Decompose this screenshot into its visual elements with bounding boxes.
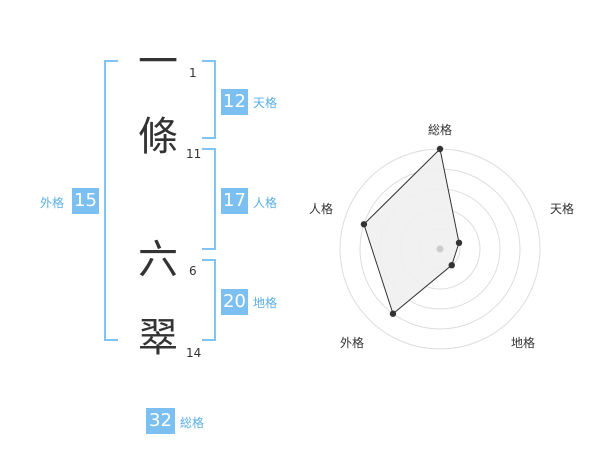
radar-point-2	[455, 239, 463, 247]
stroke-count-4: 14	[186, 346, 202, 360]
name-char-1: 一	[138, 39, 178, 85]
stroke-count-1: 1	[189, 66, 197, 80]
gaikaku-label: 外格	[40, 196, 65, 210]
stroke-count-2: 11	[186, 147, 202, 161]
gaikaku-value: 15	[72, 188, 99, 214]
name-char-2: 條	[138, 114, 178, 160]
radar-axis-chikaku: 地格	[511, 336, 536, 350]
radar-axis-jinkaku: 人格	[309, 202, 334, 216]
chikaku-value: 20	[221, 289, 248, 315]
radar-point-4	[389, 310, 397, 317]
stroke-count-3: 6	[189, 264, 197, 278]
radar-axis-soukaku: 総格	[428, 123, 453, 137]
soukaku-label: 総格	[180, 416, 205, 430]
tenkaku-label: 天格	[253, 96, 278, 110]
name-char-4: 翠	[138, 315, 178, 361]
chikaku-bracket	[202, 259, 216, 341]
tenkaku-bracket	[202, 60, 216, 139]
name-char-3: 六	[138, 237, 178, 283]
jinkaku-bracket	[202, 148, 216, 250]
radar-axis-tenkaku: 天格	[550, 202, 575, 216]
radar-polygon	[363, 147, 460, 315]
tenkaku-value: 12	[221, 89, 248, 115]
soukaku-value: 32	[146, 408, 175, 434]
radar-point-3	[448, 261, 455, 269]
radar-point-1	[436, 145, 444, 153]
radar-point-5	[360, 221, 368, 228]
jinkaku-label: 人格	[253, 196, 278, 210]
radar-axis-gaikaku: 外格	[340, 336, 365, 350]
chikaku-label: 地格	[253, 296, 278, 310]
radar-center-dot	[436, 245, 444, 253]
gaikaku-bracket	[104, 60, 118, 341]
jinkaku-value: 17	[221, 188, 248, 214]
